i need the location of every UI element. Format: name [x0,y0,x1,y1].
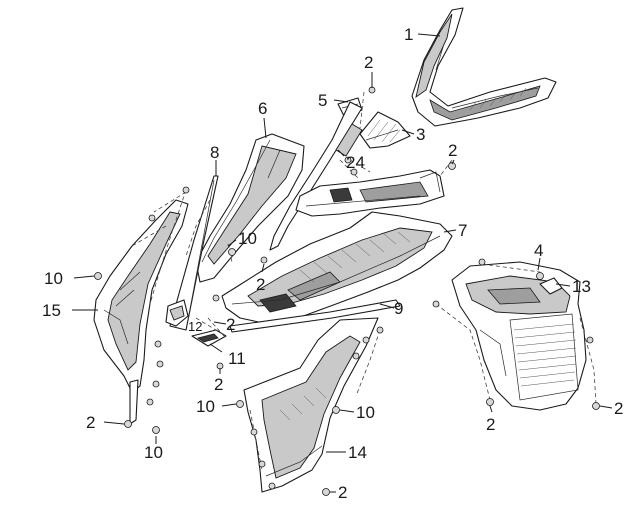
screw-icon [152,380,160,388]
screw-icon [148,214,156,222]
callout-10: 10 [144,443,163,462]
callout-8: 8 [210,143,219,162]
callout-6: 6 [258,99,267,118]
screw-icon [592,402,600,410]
callout-2: 2 [448,141,457,160]
part-1-front-upper-panel [411,7,557,127]
callout-10: 10 [44,269,63,288]
screw-icon [322,488,330,496]
screw-icon [236,400,244,408]
part-6-side-trim [195,133,305,283]
screw-icon [182,186,190,194]
callout-2: 2 [338,483,347,502]
callout-2: 2 [614,399,623,418]
screw-icon [362,336,370,344]
screw-icon [448,162,456,170]
part-24-inner-frame [269,101,445,251]
screw-icon [344,156,352,164]
screw-icon [268,482,276,490]
callout-10: 10 [356,403,375,422]
screw-icon [156,360,164,368]
screw-icon [154,340,162,348]
part-12-small-bracket [165,299,189,327]
callout-labels: 1 2 5 6 3 2 8 24 10 7 4 10 2 13 15 9 12 … [42,25,623,502]
callout-15: 15 [42,301,61,320]
leader-lines [72,33,613,493]
screw-icon [250,428,258,436]
part-15-left-side-cover [93,199,189,425]
screw-icon [258,460,266,468]
part-3-inner-bracket [359,111,411,149]
callout-9: 9 [394,299,403,318]
screw-icon [352,352,360,360]
screw-icon [586,336,594,344]
callout-5: 5 [318,91,327,110]
callout-2: 2 [256,275,265,294]
part-8-rod [169,175,219,331]
callout-2: 2 [226,315,235,334]
part-9-thin-strip [229,299,401,333]
callout-2: 2 [214,375,223,394]
callout-10: 10 [196,397,215,416]
screw-icon [536,272,544,280]
screw-icon [478,258,486,266]
callout-10: 10 [238,229,257,248]
screw-icon [432,300,440,308]
screw-icon [376,326,384,334]
callout-2: 2 [86,413,95,432]
part-14-lower-cover [243,317,379,493]
callout-24: 24 [346,153,365,172]
screw-icon [332,406,340,414]
callout-1: 1 [404,25,413,44]
screw-icon [124,420,132,428]
callout-4: 4 [534,241,543,260]
screw-icon [228,248,236,256]
screw-icon [350,168,358,176]
screw-icon [152,426,160,434]
screw-icon [212,294,220,302]
callout-3: 3 [416,125,425,144]
callout-12: 12 [188,319,202,334]
part-7-center-panel [221,211,453,325]
screw-icon [146,398,154,406]
fasteners [94,86,600,496]
part-11-clip [191,329,227,347]
callout-13: 13 [572,277,591,296]
part-13-inner-panel [451,261,587,411]
callout-7: 7 [458,221,467,240]
callout-2: 2 [486,415,495,434]
screw-icon [260,256,268,264]
callout-2: 2 [364,53,373,72]
callout-14: 14 [348,443,367,462]
callout-11: 11 [228,349,246,368]
screw-icon [486,398,494,406]
screw-icon [94,272,102,280]
